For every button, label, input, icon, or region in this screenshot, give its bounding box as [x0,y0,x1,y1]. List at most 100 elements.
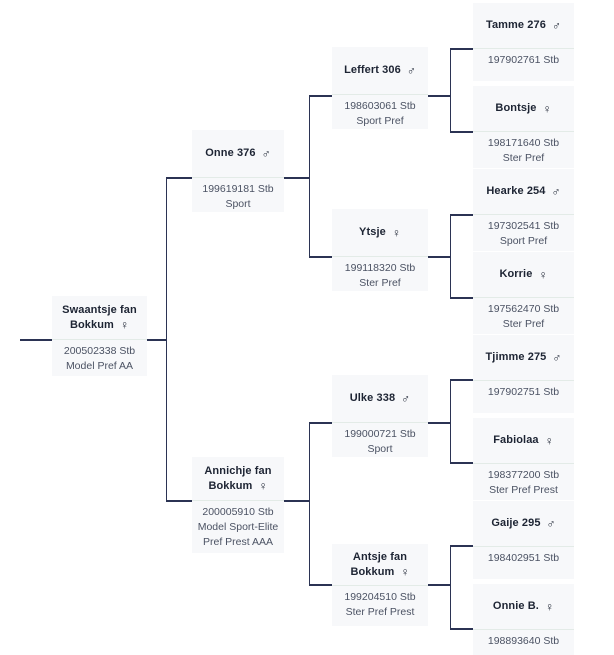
predicate-line: Ster Pref [502,152,545,164]
connector-g1-out [145,339,167,341]
connector-g4-in-tamme [449,48,474,50]
node-info: 198402951 Stb [473,546,574,579]
node-name-line1: Ytsje [359,226,386,238]
node-name-line2: Bokkum [208,479,253,492]
node-hearke-254[interactable]: Hearke 254 ♂ 197302541 Stb Sport Pref [473,169,574,251]
connector-g3-in-ytsje [308,256,333,258]
node-name-line1: Korrie [499,268,533,280]
predicate-line: Sport Pref [356,115,404,127]
node-name-line1: Hearke 254 [486,185,546,197]
node-info: 200502338 Stb Model Pref AA [52,339,147,376]
node-ulke-338[interactable]: Ulke 338 ♂ 199000721 Stb Sport [332,375,428,457]
node-name-line1: Tamme 276 [485,19,546,31]
female-icon: ♀ [258,479,268,493]
connector-g3-leffert-out [428,95,450,97]
registration-number: 198603061 Stb [344,100,416,112]
node-name: Hearke 254 ♂ [473,169,574,214]
node-name: Fabiolaa ♀ [473,418,574,463]
node-info: 197562470 Stb Ster Pref [473,297,574,334]
node-name-line1: Gaije 295 [491,517,541,529]
female-icon: ♀ [542,101,552,116]
connector-g4-bracket-3 [449,379,451,462]
node-name-line1: Leffert 306 [344,64,401,76]
node-name: Gaije 295 ♂ [473,501,574,546]
predicate-line: Sport [367,443,393,455]
connector-g2-bracket [165,177,167,501]
node-swaantsje-fan-bokkum[interactable]: Swaantsje fan Bokkum ♀ 200502338 Stb Mod… [52,296,147,376]
female-icon: ♀ [400,565,410,579]
node-fabiolaa[interactable]: Fabiolaa ♀ 198377200 Stb Ster Pref Prest [473,418,574,500]
node-leffert-306[interactable]: Leffert 306 ♂ 198603061 Stb Sport Pref [332,47,428,129]
male-icon: ♂ [546,516,556,531]
node-name: Bontsje ♀ [473,86,574,131]
node-name: Antsje fan Bokkum ♀ [332,544,428,585]
connector-g3-in-antsje [308,584,333,586]
female-icon: ♀ [544,433,554,448]
node-annichje-fan-bokkum[interactable]: Annichje fan Bokkum ♀ 200005910 Stb Mode… [192,457,284,553]
node-info: 198171640 Stb Ster Pref [473,131,574,168]
registration-number: 198402951 Stb [487,552,560,564]
node-gaije-295[interactable]: Gaije 295 ♂ 198402951 Stb [473,501,574,579]
node-name: Tamme 276 ♂ [473,3,574,48]
node-name: Onnie B. ♀ [473,584,574,629]
node-info: 199619181 Stb Sport [192,177,284,212]
male-icon: ♂ [551,184,561,199]
node-onnie-b[interactable]: Onnie B. ♀ 198893640 Stb [473,584,574,655]
node-info: 198893640 Stb [473,629,574,655]
node-bontsje[interactable]: Bontsje ♀ 198171640 Stb Ster Pref [473,86,574,168]
registration-number: 199000721 Stb [344,428,416,440]
node-onne-376[interactable]: Onne 376 ♂ 199619181 Stb Sport [192,130,284,212]
node-tamme-276[interactable]: Tamme 276 ♂ 197902761 Stb [473,3,574,81]
node-name-line2: Bokkum [69,318,114,331]
node-info: 199000721 Stb Sport [332,422,428,457]
connector-g4-in-fabiolaa [449,462,474,464]
registration-number: 200005910 Stb [202,506,274,518]
connector-g3-ulke-out [428,422,450,424]
connector-g4-in-bontsje [449,131,474,133]
node-name: Annichje fan Bokkum ♀ [192,457,284,500]
node-name-line1: Annichje fan [204,464,272,477]
female-icon: ♀ [391,225,401,240]
predicate-line: Model Pref AA [65,360,134,372]
node-name-line1: Swaantsje fan [62,303,137,316]
node-ytsje[interactable]: Ytsje ♀ 199118320 Stb Ster Pref [332,209,428,291]
connector-root-stub [20,339,54,341]
predicate-line: Ster Pref Prest [489,484,558,496]
node-name-line1: Onne 376 [205,147,256,159]
registration-number: 198171640 Stb [487,137,560,149]
node-name-line1: Antsje fan [352,550,408,563]
connector-g3-in-leffert [308,95,333,97]
node-name: Swaantsje fan Bokkum ♀ [52,296,147,339]
connector-g3-ytsje-out [428,256,450,258]
connector-g2-in-sire [165,177,193,179]
node-korrie[interactable]: Korrie ♀ 197562470 Stb Ster Pref [473,252,574,334]
connector-g3-bracket-bottom [308,422,310,585]
registration-number: 198893640 Stb [487,635,560,647]
node-antsje-fan-bokkum[interactable]: Antsje fan Bokkum ♀ 199204510 Stb Ster P… [332,544,428,626]
connector-g3-bracket-top [308,95,310,257]
registration-number: 200502338 Stb [63,345,136,357]
node-info: 198603061 Stb Sport Pref [332,94,428,129]
node-info: 199118320 Stb Ster Pref [332,256,428,291]
connector-g2-in-dam [165,500,193,502]
male-icon: ♂ [401,391,411,406]
node-name-line1: Onnie B. [492,600,539,612]
node-info: 200005910 Stb Model Sport-Elite Pref Pre… [192,500,284,553]
node-name: Leffert 306 ♂ [332,47,428,94]
node-info: 197302541 Stb Sport Pref [473,214,574,251]
node-name: Ulke 338 ♂ [332,375,428,422]
node-info: 198377200 Stb Ster Pref Prest [473,463,574,500]
registration-number: 199118320 Stb [344,262,416,274]
connector-g2-dam-out [283,500,309,502]
node-info: 197902761 Stb [473,48,574,81]
male-icon: ♂ [406,63,416,78]
node-tjimme-275[interactable]: Tjimme 275 ♂ 197902751 Stb [473,335,574,413]
node-name: Tjimme 275 ♂ [473,335,574,380]
registration-number: 199204510 Stb [344,591,416,603]
connector-g4-in-hearke [449,214,474,216]
node-name-line1: Ulke 338 [349,392,396,404]
predicate-line: Ster Pref [502,318,545,330]
node-name-line1: Bontsje [495,102,537,114]
node-name-line1: Fabiolaa [493,434,539,446]
registration-number: 197902751 Stb [487,386,560,398]
